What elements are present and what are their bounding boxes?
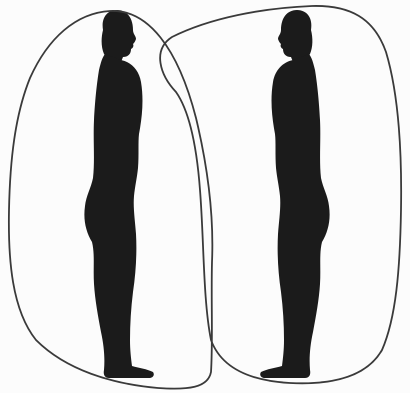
left-figure	[84, 10, 153, 378]
right-figure-silhouette	[260, 10, 329, 378]
right-figure	[260, 10, 329, 378]
left-figure-silhouette	[84, 10, 153, 378]
